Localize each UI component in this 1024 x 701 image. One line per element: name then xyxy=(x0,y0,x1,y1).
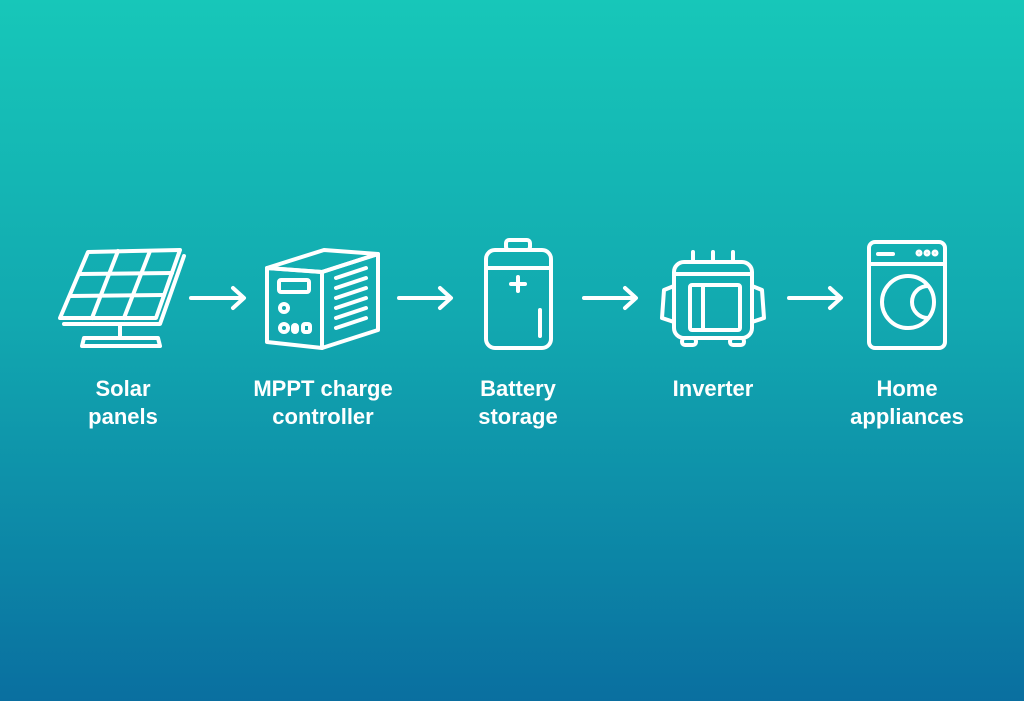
arrow-icon xyxy=(397,286,453,310)
arrow-icon xyxy=(582,286,638,310)
label-line: storage xyxy=(478,404,558,429)
arrow-icon xyxy=(189,286,246,310)
inverter-icon xyxy=(660,250,766,347)
step-label-home-appliances: Home appliances xyxy=(797,375,1017,431)
step-label-solar-panels: Solar panels xyxy=(13,375,233,431)
solar-panel-icon xyxy=(58,248,186,348)
arrow-icon xyxy=(787,286,843,310)
label-line: appliances xyxy=(850,404,964,429)
label-line: MPPT charge xyxy=(253,376,393,401)
step-label-charge-controller: MPPT charge controller xyxy=(213,375,433,431)
charge-controller-icon xyxy=(265,248,380,350)
label-line: Solar xyxy=(95,376,151,401)
label-line: panels xyxy=(88,404,158,429)
step-label-battery: Battery storage xyxy=(408,375,628,431)
label-line: Home xyxy=(876,376,938,401)
label-line: Battery xyxy=(480,376,556,401)
step-label-inverter: Inverter xyxy=(603,375,823,403)
battery-icon xyxy=(484,238,553,350)
washing-machine-icon xyxy=(867,240,947,350)
label-line: controller xyxy=(272,404,374,429)
label-line: Inverter xyxy=(672,376,754,401)
